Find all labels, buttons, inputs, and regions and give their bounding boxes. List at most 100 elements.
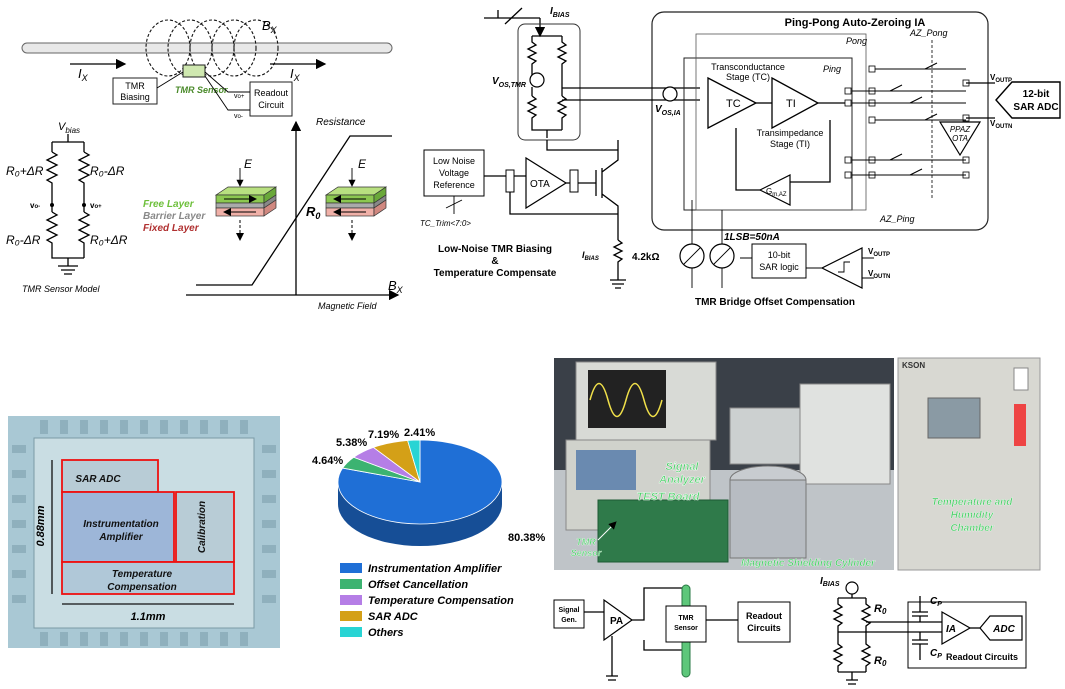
r0-top-label: R0: [874, 603, 887, 616]
adc-text-1: 12-bit: [1023, 89, 1050, 100]
readout-caption: Readout Circuits: [946, 652, 1018, 662]
legend-label-0: Instrumentation Amplifier: [368, 563, 502, 575]
barrier-layer-label: Barrier Layer: [143, 211, 206, 222]
lnvr-text-2: Voltage: [439, 168, 469, 178]
tmr-sensor-label: TMR Sensor: [175, 85, 228, 95]
legend-swatch-3: [340, 611, 362, 621]
bias-loop-wires: [484, 140, 619, 240]
chamber-panel: [1014, 404, 1026, 446]
pie-label-4: 2.41%: [404, 427, 435, 439]
chip-temp-label-2: Compensation: [107, 582, 176, 593]
tmr-biasing-text-2: Biasing: [120, 92, 150, 102]
setup-readout-text-2: Circuits: [747, 623, 781, 633]
internal-feedback: [735, 102, 848, 191]
readout-circuit-box: [249, 81, 293, 117]
readout-wires: [204, 71, 250, 111]
r0-bottom-label: R0: [874, 655, 887, 668]
ix-label-right: IX: [290, 66, 301, 83]
area-pie-chart: 80.38%4.64%5.38%7.19%2.41%: [312, 427, 546, 546]
shielding-cylinder: [729, 479, 807, 559]
vos-ia-label: VOS,IA: [655, 104, 681, 117]
sar-logic-text-1: 10-bit: [768, 250, 791, 260]
resistance-plot-panel: Resistance Magnetic Field BX R0 E: [143, 117, 404, 311]
bond-pads: [12, 420, 276, 646]
resistance-curve: [196, 135, 392, 286]
pie-label-0: 80.38%: [508, 532, 546, 544]
test-board: [597, 499, 729, 563]
chamber-window: [927, 397, 981, 439]
pie-slice-4: [407, 439, 421, 483]
ibias-top-label: IBIAS: [550, 6, 570, 19]
bridge-vo-plus: vo+: [90, 201, 102, 210]
bridge-bottom: [45, 211, 91, 275]
ibias-bottom-label: IBIAS: [582, 250, 599, 262]
mtj-stack-right: E: [324, 157, 388, 241]
chopper-left: [505, 169, 515, 193]
photo-tmr-label-1: TMR: [576, 537, 596, 547]
r0-label: R0: [306, 204, 320, 221]
ia-block: [61, 491, 175, 563]
pong-box: [695, 33, 867, 211]
bridge-to-ia-wires: [562, 87, 700, 101]
setup-readout-box: [737, 601, 791, 643]
cp-bottom-label: CP: [930, 648, 942, 660]
r-top-right-label: R₀-ΔR: [90, 164, 125, 178]
readout-bridge: [832, 594, 872, 685]
mtj-stack-left: E: [214, 157, 278, 241]
e-label-right: E: [358, 157, 367, 171]
chamber-brand: KSON: [902, 361, 925, 370]
calibration-block: [175, 491, 235, 563]
chip-micrograph-panel: SAR ADC Instrumentation Amplifier Calibr…: [8, 416, 280, 648]
comparator: [820, 247, 863, 289]
signal-gen-text-1: Signal: [558, 607, 579, 614]
vos-ia-source: [662, 86, 678, 102]
measurement-photo-panel: Signal Analyzer TEST Board TMR Sensor Ma…: [554, 357, 1041, 571]
setup-tmr-text-1: TMR: [678, 615, 693, 622]
tmr-bridge-resistors: [526, 35, 568, 138]
analyzer-screen: [576, 450, 636, 490]
readout-ia-label: IA: [946, 624, 956, 635]
pie-label-2: 5.38%: [336, 437, 367, 449]
legend-swatch-2: [340, 595, 362, 605]
vo-minus-label: vo-: [234, 113, 243, 120]
lnvr-box: [423, 149, 485, 197]
readout-current-source: [845, 581, 859, 595]
readout-adc-label: ADC: [992, 624, 1015, 635]
comp-voutn-label: VOUTN: [868, 269, 890, 280]
tmr-sensor-panel: BX IX IX TMR Sensor TMR Biasing Readout …: [6, 18, 393, 294]
chamber-label-1: Temperature and: [932, 497, 1014, 508]
tmr-bridge-model: Vbias R₀+ΔR R₀-ΔR R₀-ΔR R₀+ΔR vo- vo+ TM…: [6, 121, 128, 294]
bias-wire: [156, 71, 184, 89]
setup-diagram-panel: Signal Gen. PA TMR Sensor Readout Circui…: [553, 584, 791, 681]
ti-stage-text-2: Stage (TI): [770, 139, 810, 149]
bias-resistor: [610, 239, 626, 289]
gm-az-amplifier: [758, 174, 791, 206]
chip-ia-label-1: Instrumentation: [83, 519, 159, 530]
legend-label-2: Temperature Compensation: [368, 595, 514, 607]
r-top-left-label: R₀+ΔR: [6, 164, 44, 178]
resistor-top-right: [77, 151, 91, 202]
tmr-sensor-chip: [182, 64, 206, 78]
ia-title: Ping-Pong Auto-Zeroing IA: [785, 17, 926, 29]
cylinder-label: Magnetic Shielding Cylinder: [741, 558, 876, 569]
ia-schematic-panel: Ping-Pong Auto-Zeroing IA IBIAS VOS,TMR …: [420, 6, 1061, 308]
vos-tmr-source: [529, 72, 545, 88]
chip-temp-label-1: Temperature: [112, 569, 173, 580]
photo-tmr-label-2: Sensor: [571, 548, 602, 558]
signal-gen-box: [553, 599, 585, 629]
readout-diagram-panel: IBIAS R0 R0 CP CP IA ADC Readout Circuit…: [820, 576, 1027, 685]
legend-swatch-1: [340, 579, 362, 589]
setup-tmr-text-2: Sensor: [674, 625, 698, 632]
r-bot-right-label: R₀+ΔR: [90, 233, 128, 247]
sar-adc-box: [995, 81, 1061, 119]
readout-text-1: Readout: [254, 88, 289, 98]
chamber-label-3: Chamber: [950, 523, 994, 534]
voutn-label: VOUTN: [990, 119, 1012, 130]
chopper-right: [569, 169, 579, 193]
legend-label-1: Offset Cancellation: [368, 579, 468, 591]
tc-label: TC: [726, 98, 741, 110]
adc-text-2: SAR ADC: [1013, 102, 1058, 113]
vbias-label: Vbias: [58, 121, 80, 135]
